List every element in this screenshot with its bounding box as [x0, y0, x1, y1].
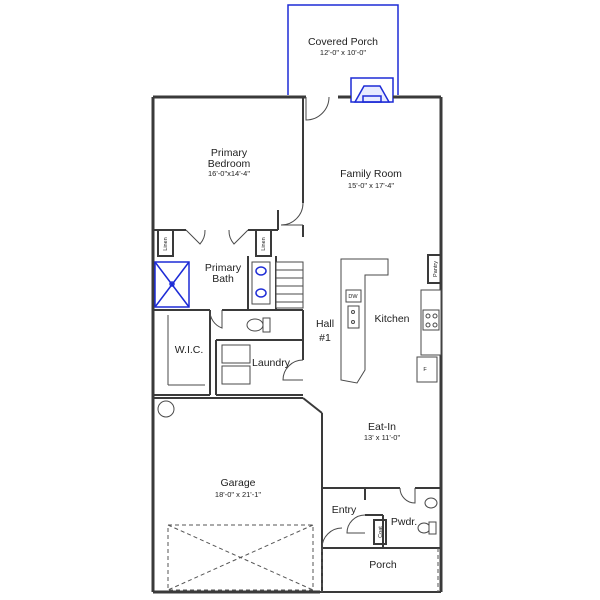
hall-name-1: Hall: [316, 318, 334, 330]
eat-in-name: Eat-In: [368, 421, 396, 433]
primary-bedroom-name-1: Primary: [211, 147, 248, 159]
bath-fixtures: [246, 261, 438, 535]
linen-left-label: Linen: [163, 237, 169, 250]
garage-door: [167, 524, 314, 591]
porch-posts: [321, 548, 439, 592]
fridge-label: F: [423, 367, 427, 373]
pantry-label: Pantry: [433, 261, 439, 277]
primary-bedroom-dims: 16'-0"x14'-4": [208, 169, 250, 178]
wic-name: W.I.C.: [175, 344, 204, 356]
covered-porch-dims: 12'-0" x 10'-0": [320, 48, 366, 57]
fireplace: [350, 77, 394, 103]
garage-name: Garage: [220, 477, 255, 489]
kitchen-counters: [340, 258, 442, 384]
stairs: [275, 261, 304, 309]
entry-name: Entry: [332, 504, 357, 516]
garage-dims: 18'-0" x 21'-1": [215, 490, 261, 499]
powder-name: Pwdr.: [391, 516, 417, 528]
door-swings: [185, 96, 416, 549]
primary-bedroom-name-2: Bedroom: [208, 158, 251, 170]
family-room-name: Family Room: [340, 168, 402, 180]
eat-in-dims: 13' x 11'-0": [364, 433, 401, 442]
kitchen-name: Kitchen: [374, 313, 409, 325]
family-room-dims: 15'-0" x 17'-4": [348, 181, 394, 190]
laundry-name: Laundry: [252, 357, 291, 369]
water-heater: [157, 400, 175, 418]
linen-right-label: Linen: [261, 237, 267, 250]
exterior-walls: [151, 95, 443, 594]
porch-name: Porch: [369, 559, 397, 571]
covered-porch-name: Covered Porch: [308, 36, 378, 48]
coat-label: Coat: [378, 526, 384, 538]
laundry-appliances: [221, 344, 251, 385]
hall-name-2: #1: [319, 332, 331, 344]
primary-bath-name-1: Primary: [205, 262, 242, 274]
primary-bath-name-2: Bath: [212, 273, 234, 285]
covered-porch: [287, 4, 399, 95]
dishwasher-label: DW: [348, 294, 358, 300]
